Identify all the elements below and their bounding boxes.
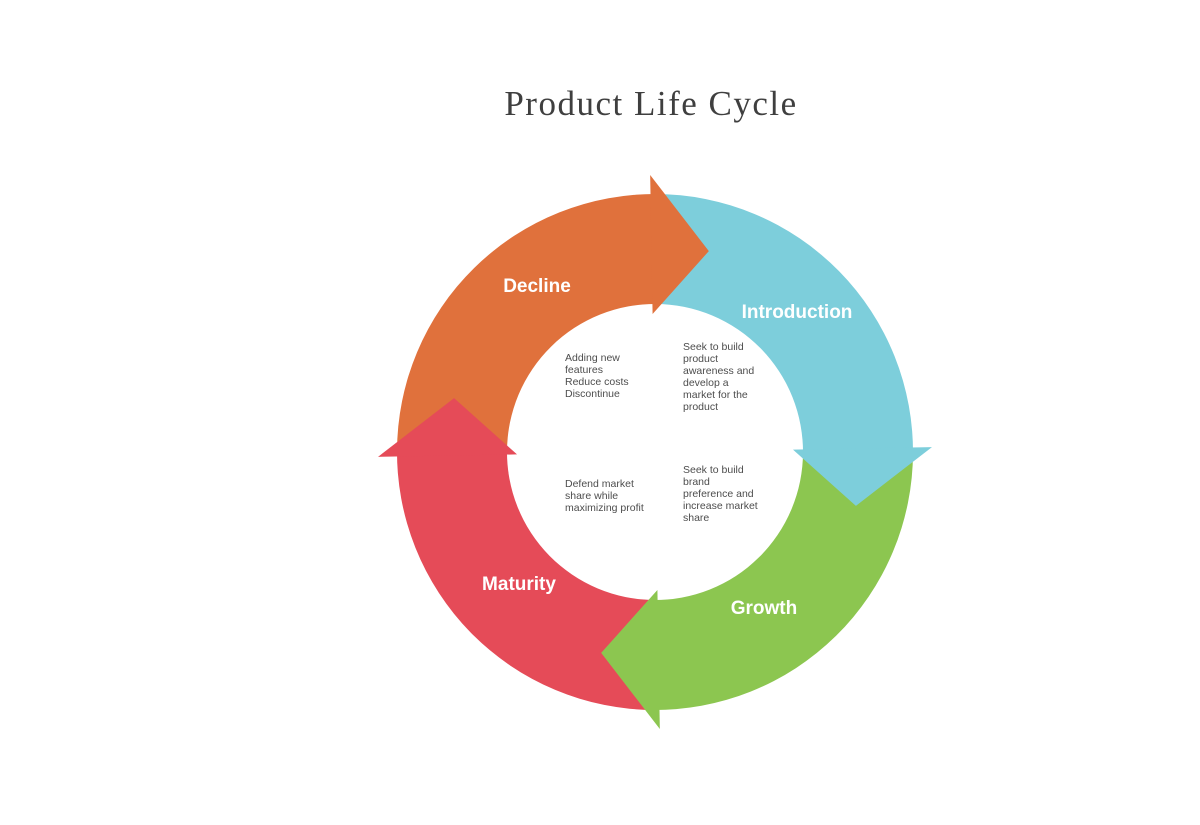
page-title: Product Life Cycle <box>504 84 798 123</box>
stage-arc-introduction <box>655 194 913 457</box>
stage-description-maturity: Defend market share while maximizing pro… <box>565 478 644 514</box>
stage-label-growth: Growth <box>730 598 798 619</box>
stage-label-introduction: Introduction <box>741 302 853 323</box>
stage-description-growth: Seek to build brand preference and incre… <box>683 464 758 524</box>
stage-label-maturity: Maturity <box>482 574 556 595</box>
stage-arc-decline <box>397 194 660 452</box>
stage-arrowhead-decline <box>650 175 709 315</box>
stage-arc-maturity <box>397 447 655 710</box>
stage-arrowhead-introduction <box>792 447 932 506</box>
stage-label-decline: Decline <box>503 276 571 297</box>
stage-arrowhead-growth <box>601 589 660 729</box>
stage-description-introduction: Seek to build product awareness and deve… <box>683 341 755 413</box>
stage-description-decline: Adding new features Reduce costs Discont… <box>565 352 629 400</box>
stage-arrowhead-maturity <box>378 398 518 457</box>
stage-arc-growth <box>650 452 913 710</box>
